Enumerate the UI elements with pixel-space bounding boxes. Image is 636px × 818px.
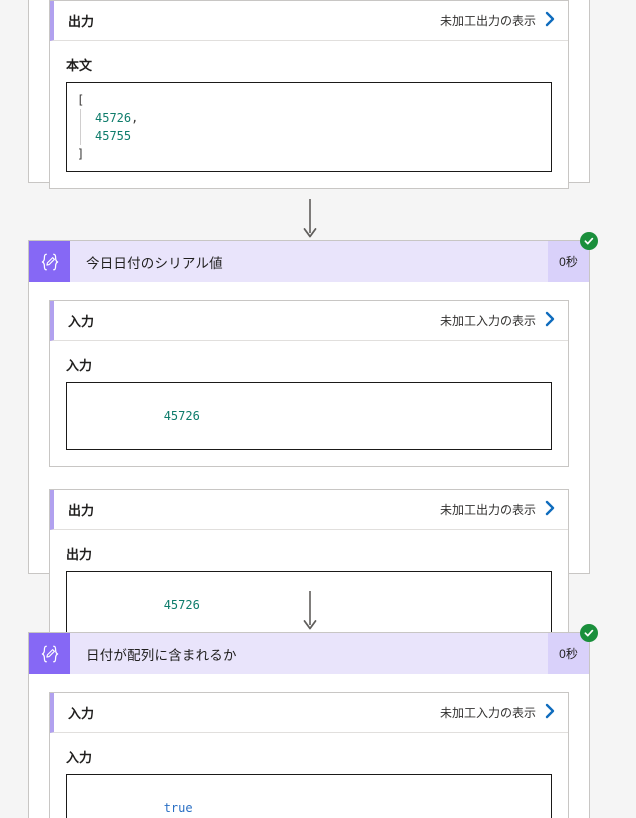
input-section-content: 入力 45726 <box>50 341 568 466</box>
action-header[interactable]: 日付が配列に含まれるか 0秒 <box>29 624 598 674</box>
output-section[interactable]: 出力 未加工出力の表示 出力 45726 <box>49 489 569 656</box>
connector-arrow-2 <box>303 591 317 633</box>
input-section[interactable]: 入力 未加工入力の表示 入力 true <box>49 692 569 818</box>
compose-icon <box>29 633 70 674</box>
input-value-box[interactable]: 45726 <box>66 382 552 450</box>
action-card-clipped[interactable]: 出力 未加工出力の表示 本文 [ 45726, 45755 ] <box>28 0 590 189</box>
status-badge-succeeded <box>580 624 598 642</box>
json-comma: , <box>131 111 139 125</box>
success-check-icon <box>584 629 594 637</box>
show-raw-input-label: 未加工入力の表示 <box>439 314 536 328</box>
down-arrow-connector-icon <box>303 591 317 630</box>
output-section-header[interactable]: 出力 未加工出力の表示 <box>50 490 568 530</box>
success-check-icon <box>584 237 594 245</box>
output-value: 45726 <box>163 598 200 612</box>
json-array-items: 45726, 45755 <box>80 109 138 145</box>
input-field-label: 入力 <box>66 750 93 765</box>
chevron-right-icon <box>545 11 556 30</box>
down-arrow-connector-icon <box>303 199 317 238</box>
status-badge-succeeded <box>580 232 598 250</box>
output-field-label: 出力 <box>66 547 93 562</box>
show-raw-input-link[interactable]: 未加工入力の表示 <box>440 703 556 722</box>
connector-arrow-1 <box>303 199 317 241</box>
body-field-label: 本文 <box>66 58 93 73</box>
show-raw-output-label: 未加工出力の表示 <box>439 14 536 28</box>
output-section-content: 本文 [ 45726, 45755 ] <box>50 41 568 188</box>
input-section-content: 入力 true <box>50 733 568 818</box>
show-raw-output-link[interactable]: 未加工出力の表示 <box>440 500 556 519</box>
show-raw-output-link[interactable]: 未加工出力の表示 <box>440 11 556 30</box>
json-value-0: 45726 <box>95 111 132 125</box>
input-value: true <box>163 801 193 815</box>
input-section-header[interactable]: 入力 未加工入力の表示 <box>50 301 568 341</box>
show-raw-input-label: 未加工入力の表示 <box>439 706 536 720</box>
body-value-json[interactable]: [ 45726, 45755 ] <box>66 82 552 172</box>
input-field-label: 入力 <box>66 358 93 373</box>
json-value-1: 45755 <box>95 129 132 143</box>
chevron-right-icon <box>545 311 556 330</box>
output-section-title: 出力 <box>68 14 95 29</box>
json-open-bracket: [ <box>77 93 85 107</box>
json-close-bracket: ] <box>77 147 85 161</box>
show-raw-input-link[interactable]: 未加工入力の表示 <box>440 311 556 330</box>
action-title: 日付が配列に含まれるか <box>86 647 237 663</box>
input-value: 45726 <box>163 409 200 423</box>
output-section[interactable]: 出力 未加工出力の表示 本文 [ 45726, 45755 ] <box>49 0 569 189</box>
input-section-title: 入力 <box>68 706 95 721</box>
output-section-header[interactable]: 出力 未加工出力の表示 <box>50 1 568 41</box>
show-raw-output-label: 未加工出力の表示 <box>439 503 536 517</box>
chevron-right-icon <box>545 703 556 722</box>
input-value-box[interactable]: true <box>66 774 552 818</box>
action-card-today-serial[interactable]: 今日日付のシリアル値 0秒 入力 未加工入力の表示 <box>28 232 598 656</box>
input-section-title: 入力 <box>68 314 95 329</box>
action-title: 今日日付のシリアル値 <box>86 255 223 271</box>
output-section-title: 出力 <box>68 503 95 518</box>
input-section-header[interactable]: 入力 未加工入力の表示 <box>50 693 568 733</box>
chevron-right-icon <box>545 500 556 519</box>
compose-icon <box>29 241 70 282</box>
input-section[interactable]: 入力 未加工入力の表示 入力 45726 <box>49 300 569 467</box>
action-duration: 0秒 <box>548 633 589 674</box>
action-header[interactable]: 今日日付のシリアル値 0秒 <box>29 232 598 282</box>
action-card-date-in-array[interactable]: 日付が配列に含まれるか 0秒 入力 未加工入力の表示 <box>28 624 598 818</box>
